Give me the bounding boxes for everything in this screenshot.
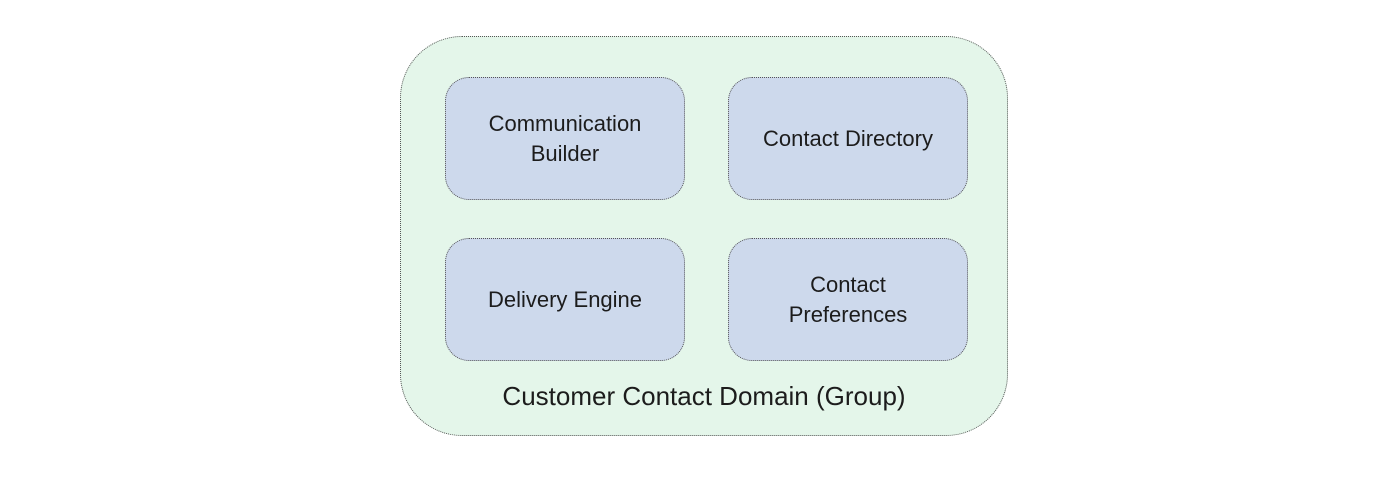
node-label: Delivery Engine: [487, 286, 643, 312]
node-label: Contact Directory: [763, 125, 933, 151]
node-contact-directory: Contact Directory: [728, 77, 968, 200]
node-contact-preferences: Contact Preferences: [728, 238, 968, 361]
node-communication-builder: Communication Builder: [445, 77, 685, 200]
group-customer-contact-domain: Communication Builder Contact Directory …: [400, 36, 1008, 436]
node-label: Communication Builder: [488, 110, 642, 166]
node-label: Contact Preferences: [788, 271, 908, 327]
group-label: Customer Contact Domain (Group): [502, 381, 906, 411]
node-delivery-engine: Delivery Engine: [445, 238, 685, 361]
